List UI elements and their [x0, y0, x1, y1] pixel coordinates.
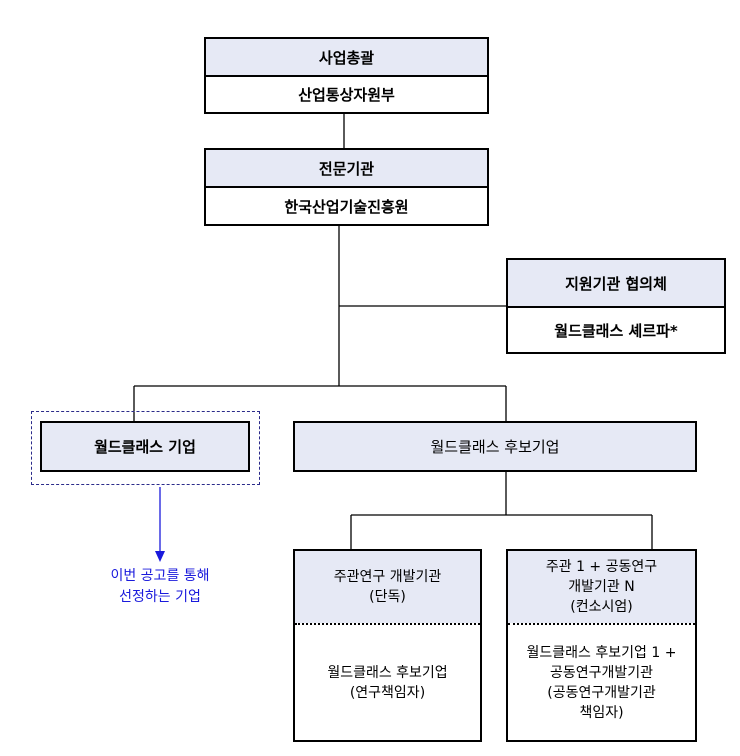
consortium-head-line2: 개발기관 N	[568, 579, 635, 595]
single-org-head-line1: 주관연구 개발기관	[333, 569, 442, 585]
support-box: 지원기관 협의체 월드클래스 셰르파*	[506, 258, 726, 354]
selection-note-line1: 이번 공고를 통해	[110, 568, 210, 584]
agency-title: 전문기관	[206, 150, 487, 186]
selected-company-box: 월드클래스 기업	[40, 421, 250, 472]
single-org-body-line2: (연구책임자)	[349, 684, 426, 701]
support-name: 월드클래스 셰르파*	[508, 306, 724, 352]
note-arrow-head	[155, 551, 165, 562]
single-org-header: 주관연구 개발기관 (단독)	[295, 551, 480, 623]
selected-company-frame	[31, 411, 260, 485]
single-org-body: 월드클래스 후보기업 (연구책임자)	[295, 623, 480, 740]
consortium-body-line1: 월드클래스 후보기업 1 +	[526, 644, 677, 661]
agency-box: 전문기관 한국산업기술진흥원	[204, 148, 489, 226]
consortium-box: 주관 1 + 공동연구 개발기관 N (컨소시엄) 월드클래스 후보기업 1 +…	[506, 549, 697, 742]
selection-note-line2: 선정하는 기업	[119, 589, 201, 605]
supervisor-box: 사업총괄 산업통상자원부	[204, 37, 489, 114]
consortium-body-line4: 책임자)	[579, 704, 624, 721]
consortium-body: 월드클래스 후보기업 1 + 공동연구개발기관 (공동연구개발기관 책임자)	[508, 623, 695, 740]
candidate-company-title: 월드클래스 후보기업	[430, 438, 560, 456]
supervisor-name: 산업통상자원부	[206, 75, 487, 112]
candidate-company-box: 월드클래스 후보기업	[293, 421, 697, 472]
consortium-body-line2: 공동연구개발기관	[549, 664, 654, 681]
support-title: 지원기관 협의체	[508, 260, 724, 306]
agency-name: 한국산업기술진흥원	[206, 186, 487, 224]
consortium-body-line3: (공동연구개발기관	[547, 684, 656, 701]
consortium-header: 주관 1 + 공동연구 개발기관 N (컨소시엄)	[508, 551, 695, 623]
single-org-box: 주관연구 개발기관 (단독) 월드클래스 후보기업 (연구책임자)	[293, 549, 482, 742]
single-org-head-line2: (단독)	[369, 589, 406, 605]
supervisor-title: 사업총괄	[206, 39, 487, 75]
single-org-body-line1: 월드클래스 후보기업	[327, 664, 448, 681]
consortium-head-line1: 주관 1 + 공동연구	[545, 559, 658, 575]
consortium-head-line3: (컨소시엄)	[570, 599, 633, 615]
selection-note: 이번 공고를 통해 선정하는 기업	[70, 566, 250, 608]
